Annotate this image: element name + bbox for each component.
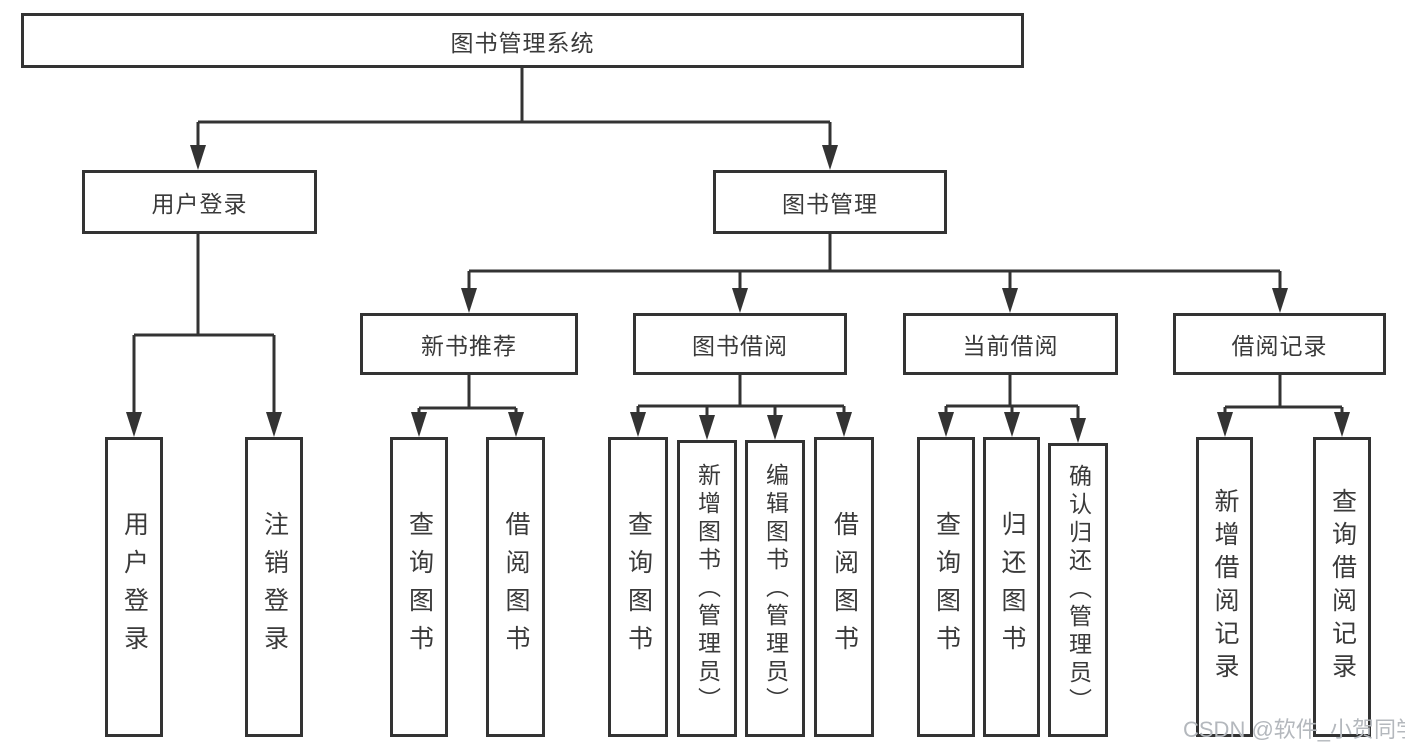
- leaf-logout-login: 注销登录: [245, 437, 303, 737]
- leaf-cb-query-book-label: 查询图书: [932, 511, 961, 663]
- node-user-login-label: 用户登录: [151, 191, 248, 217]
- node-borrow-records-label: 借阅记录: [1231, 333, 1328, 359]
- node-new-book-recommend-label: 新书推荐: [421, 333, 517, 359]
- leaf-cb-return-book: 归还图书: [983, 437, 1040, 737]
- leaf-br-add-record-label: 新增借阅记录: [1211, 488, 1239, 686]
- leaf-rec-borrow-book: 借阅图书: [486, 437, 545, 737]
- node-borrow-records: 借阅记录: [1173, 313, 1386, 375]
- leaf-cb-confirm-return-admin-label: 确认归还（管理员）: [1065, 464, 1092, 716]
- leaf-user-login: 用户登录: [105, 437, 163, 737]
- leaf-bb-borrow-book: 借阅图书: [814, 437, 874, 737]
- leaf-cb-return-book-label: 归还图书: [998, 511, 1026, 663]
- leaf-user-login-label: 用户登录: [120, 511, 149, 663]
- leaf-cb-query-book: 查询图书: [917, 437, 975, 737]
- leaf-bb-edit-book-admin: 编辑图书（管理员）: [745, 440, 805, 737]
- leaf-rec-query-book: 查询图书: [390, 437, 448, 737]
- leaf-bb-add-book-admin: 新增图书（管理员）: [677, 440, 737, 737]
- leaf-bb-add-book-admin-label: 新增图书（管理员）: [694, 462, 721, 715]
- connector-arrowheads: [126, 145, 1350, 443]
- node-current-borrowing: 当前借阅: [903, 313, 1118, 375]
- leaf-logout-login-label: 注销登录: [260, 511, 289, 663]
- leaf-bb-query-book: 查询图书: [608, 437, 668, 737]
- node-book-management-label: 图书管理: [782, 191, 878, 217]
- leaf-br-query-record: 查询借阅记录: [1313, 437, 1371, 737]
- node-user-login: 用户登录: [82, 170, 317, 234]
- node-new-book-recommend: 新书推荐: [360, 313, 578, 375]
- leaf-bb-borrow-book-label: 借阅图书: [830, 511, 859, 663]
- node-root: 图书管理系统: [21, 13, 1024, 68]
- node-book-borrowing-label: 图书借阅: [692, 333, 788, 359]
- leaf-bb-edit-book-admin-label: 编辑图书（管理员）: [762, 462, 789, 715]
- leaf-rec-query-book-label: 查询图书: [405, 511, 434, 663]
- leaf-br-add-record: 新增借阅记录: [1196, 437, 1253, 737]
- node-current-borrowing-label: 当前借阅: [962, 333, 1059, 359]
- watermark: CSDN @软件_小贺同学: [1183, 717, 1405, 742]
- leaf-br-query-record-label: 查询借阅记录: [1328, 488, 1357, 686]
- leaf-rec-borrow-book-label: 借阅图书: [502, 511, 530, 663]
- leaf-cb-confirm-return-admin: 确认归还（管理员）: [1048, 443, 1108, 737]
- leaf-bb-query-book-label: 查询图书: [624, 511, 653, 663]
- node-book-management: 图书管理: [713, 170, 947, 234]
- connector-path: [132, 66, 1344, 421]
- node-root-label: 图书管理系统: [450, 29, 595, 56]
- node-book-borrowing: 图书借阅: [633, 313, 847, 375]
